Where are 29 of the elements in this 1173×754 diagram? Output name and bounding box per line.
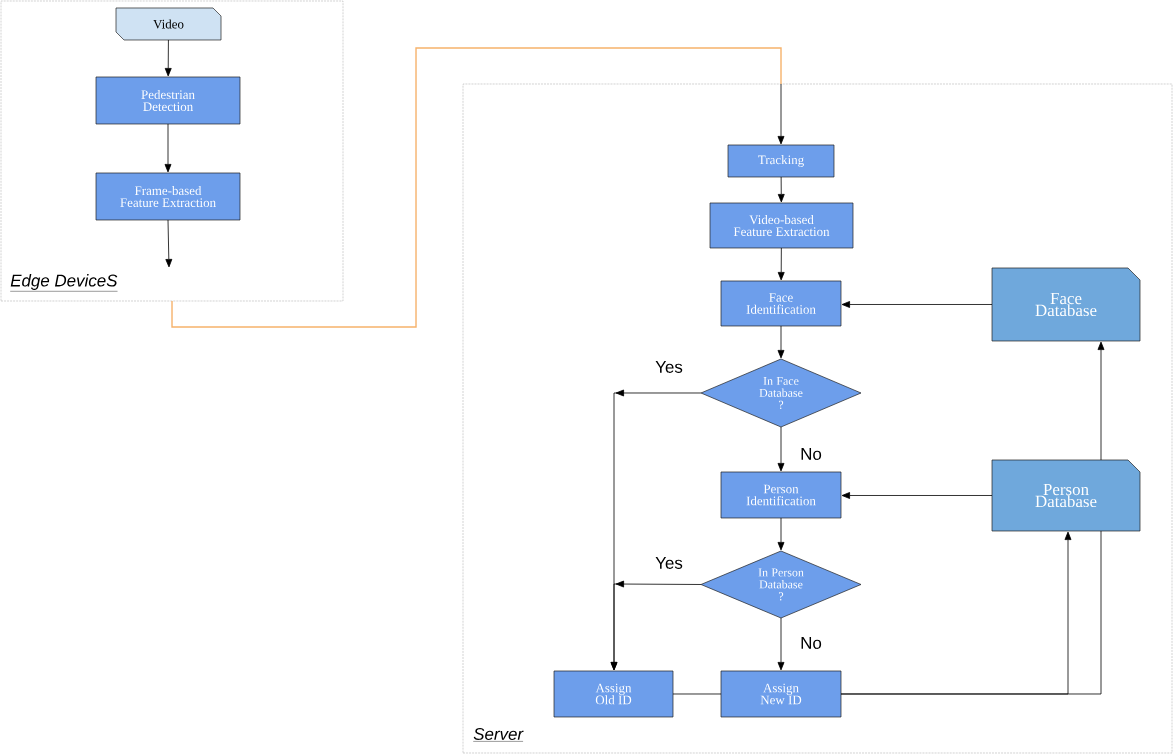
process-box: Tracking [727,144,835,178]
arrow [777,517,785,551]
process-box: Frame-based Feature Extraction [95,172,241,221]
arrow [610,580,702,671]
edge-label: No [799,447,823,461]
arrow [841,301,993,308]
database-box: Person Database [991,459,1141,532]
process-box: Face Identification [720,280,842,327]
process-box: Assign Old ID [553,670,674,718]
process-box: Video-based Feature Extraction [709,202,854,249]
process-box: Pedestrian Detection [95,76,241,125]
arrow [1097,341,1105,461]
arrow [777,617,785,671]
database-box: Face Database [991,267,1141,342]
arrow [777,426,785,472]
arrow [841,492,993,499]
edge-label: No [799,636,823,650]
edge-label: Yes [654,360,684,374]
input-box: Video [115,7,222,41]
edge-label: Yes [654,556,684,570]
arrow [777,83,785,145]
arrow [164,123,172,173]
process-box: Assign New ID [720,670,842,718]
arrow [777,176,785,203]
arrow [777,247,785,281]
process-box: Person Identification [720,471,842,519]
arrow [777,325,785,359]
arrow [165,219,173,268]
arrow [164,39,172,77]
